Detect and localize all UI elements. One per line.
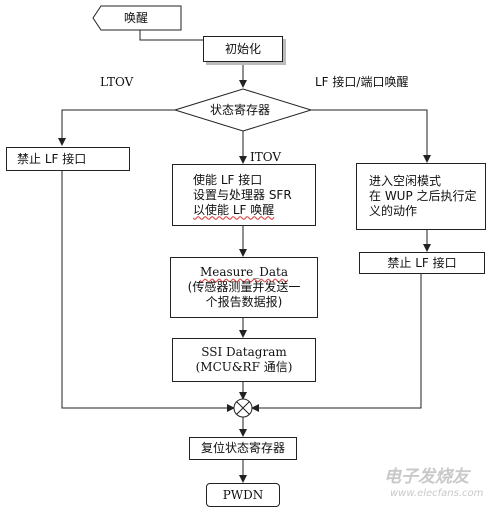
idle-mode-line-3: 义的动作 [369,204,418,218]
init-label: 初始化 [224,41,261,56]
watermark-brand: 电子发烧友 [384,467,469,487]
edge-label-ltov: LTOV [100,75,134,89]
pwdn-label: PWDN [222,487,264,502]
watermark-url: www.elecfans.com [390,488,484,499]
edge-label-itov: ITOV [250,150,282,164]
status-register-label: 状态寄存器 [210,103,271,117]
measure-data-line-3: 个报告数据报) [205,295,283,309]
enable-lf-line-2: 设置与处理器 SFR [193,187,292,202]
disable-lf-right-label: 禁止 LF 接口 [387,255,457,270]
line-right-to-junction [251,272,422,412]
enable-lf-line-3: 以使能 LF 唤醒 [193,202,275,217]
pwdn-box: PWDN [206,483,280,507]
arrow-status-to-disable-left [58,109,175,146]
enable-lf-box: 使能 LF 接口 设置与处理器 SFR 以使能 LF 唤醒 [172,164,316,226]
ssi-datagram-box: SSI Datagram (MCU&RF 通信) [172,338,316,382]
init-box: 初始化 [203,36,283,62]
disable-lf-left-box: 禁止 LF 接口 [6,147,130,171]
disable-lf-right-box: 禁止 LF 接口 [359,252,485,274]
arrow-wake-to-init [139,28,229,44]
status-register-diamond [173,88,313,132]
measure-data-line-2: (传感器测量并发送一 [187,280,301,294]
wake-label: 唤醒 [124,11,149,25]
line-left-to-junction [61,170,235,412]
edge-label-lf-port-wake: LF 接口/端口唤醒 [315,75,409,89]
enable-lf-line-1: 使能 LF 接口 [193,172,263,187]
summing-junction [233,398,253,418]
ssi-datagram-title: SSI Datagram [201,345,287,359]
idle-mode-line-2: 在 WUP 之后执行定 [369,189,477,203]
arrow-status-to-idle [311,109,431,163]
reset-status-label: 复位状态寄存器 [200,441,285,455]
measure-data-title: Measure_Data [199,265,289,279]
disable-lf-left-label: 禁止 LF 接口 [17,151,87,166]
wake-shape [92,5,182,31]
idle-mode-line-1: 进入空闲模式 [369,174,442,188]
measure-data-box: Measure_Data (传感器测量并发送一 个报告数据报) [170,257,318,318]
ssi-datagram-line-2: (MCU&RF 通信) [195,360,293,374]
idle-mode-box: 进入空闲模式 在 WUP 之后执行定 义的动作 [356,163,486,230]
reset-status-box: 复位状态寄存器 [189,437,297,460]
